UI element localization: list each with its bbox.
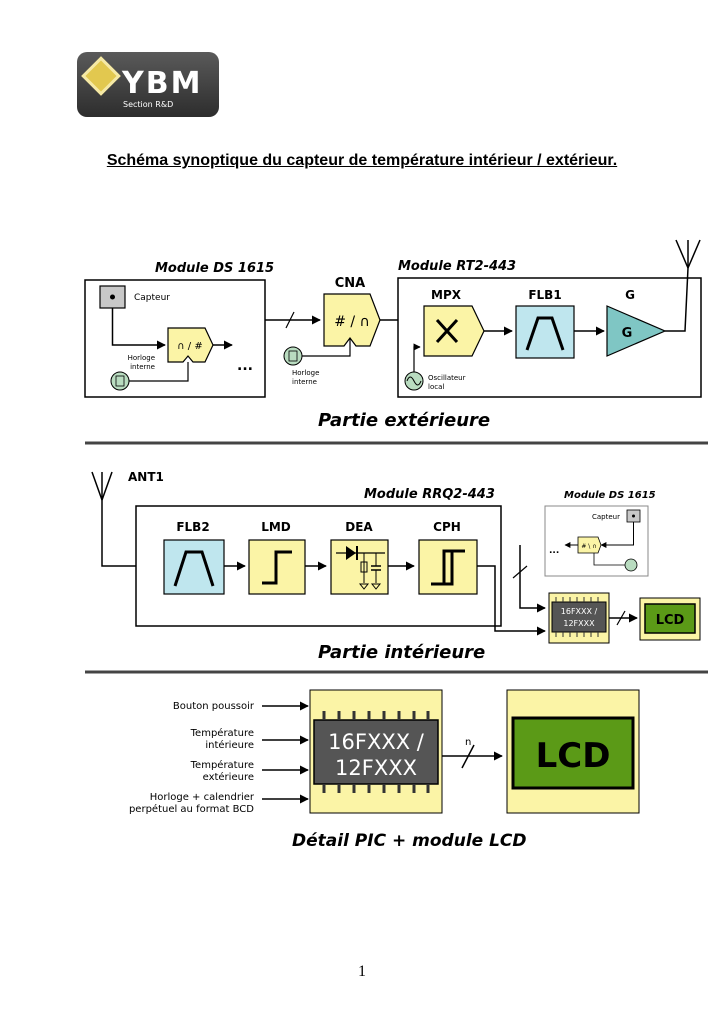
pic-pins [322,711,430,793]
cna-clock-label-1: Horloge [292,369,319,377]
small-pic-chip [551,601,607,633]
cna-symbol: # / ∩ [334,314,370,330]
lcd-bus-slash [461,744,475,769]
lcd-screen [511,716,635,790]
cna-clock-crystal-icon [288,350,298,362]
indoor-caption: Partie intérieure [318,642,485,663]
flb1-block [515,305,575,359]
step-icon [262,550,292,585]
logo-text: YBM [122,66,203,101]
small-adc-block [577,536,602,554]
clock-crystal-icon [115,375,125,387]
logo-subtitle: Section R&D [123,100,174,109]
cna-clock-label-2: interne [292,378,317,386]
company-logo: YBM Section R&D [77,52,219,117]
ds1615-title: Module DS 1615 [155,261,274,276]
dea-label: DEA [345,520,373,534]
adc-block [167,327,214,363]
clock-icon [110,371,130,391]
flb1-label: FLB1 [528,288,561,302]
clock-label-1: Horloge [128,354,155,362]
mpx-label: MPX [431,288,462,302]
input-clock-2: perpétuel au format BCD [129,803,254,815]
sensor-dot-icon [110,294,115,300]
rrq2-title: Module RRQ2-443 [364,487,495,502]
ds1615-to-pic-wire [519,545,546,613]
small-lcd-bus-slash [616,610,626,626]
input-outdoor-temp-1: Température [190,759,254,771]
indoor-section: ANT1 Module RRQ2-443 FLB2 LMD DEA [91,470,701,663]
small-sensor-dot-icon [632,514,635,518]
amplifier-symbol: G [622,326,633,341]
detail-section: Bouton poussoir Température intérieure T… [129,689,640,851]
flb2-label: FLB2 [176,520,209,534]
lmd-label: LMD [261,520,291,534]
small-pic-line1: 16FXXX / [561,607,598,616]
small-ds1615-title: Module DS 1615 [564,490,656,501]
cna-clock-wire [302,338,351,357]
bus-slash [285,311,295,329]
oscillator-label-1: Oscillateur [428,374,466,382]
cna-block [323,293,381,347]
small-clock-icon [624,558,638,572]
pic-line1: 16FXXX / [328,730,425,754]
small-lcd-label: LCD [656,613,685,628]
adc-symbol: ∩ / # [177,341,202,352]
cna-title: CNA [335,276,365,291]
outdoor-section: Module DS 1615 Capteur ∩ / # ... Horloge… [84,239,702,431]
outdoor-caption: Partie extérieure [318,410,490,431]
bus-width-label: n [465,737,471,748]
sensor-to-adc-wire [111,308,166,350]
small-bus-slash [512,565,528,579]
small-ellipsis: ... [549,546,559,556]
amplifier-block [606,305,667,357]
sine-wave-icon [406,376,422,386]
bandpass-2-icon [173,550,215,587]
small-sensor-wire [600,522,634,548]
input-indoor-temp-2: intérieure [205,739,254,751]
cph-block [418,539,478,595]
ds1615-ellipsis: ... [237,358,253,374]
page-number: 1 [358,963,366,980]
rx-antenna-icon [91,471,113,501]
small-lcd-screen [644,603,696,634]
clock-wire [129,362,189,382]
small-sensor-label: Capteur [592,513,620,521]
small-pic-line2: 12FXXX [563,619,595,628]
dea-block [330,539,389,595]
small-pic-pins [555,597,599,637]
cna-clock-icon [283,346,303,366]
sensor-label: Capteur [134,293,170,303]
bandpass-icon [525,316,565,351]
flb2-block [163,539,225,595]
input-indoor-temp-1: Température [190,727,254,739]
pic-line2: 12FXXX [335,756,417,780]
pic-chip [313,719,439,785]
amp-to-antenna-wire [665,267,689,332]
cph-to-pic-wire [477,565,546,636]
lcd-label: LCD [536,736,611,776]
rt2-title: Module RT2-443 [398,259,516,274]
input-push-button: Bouton poussoir [173,701,255,712]
page-title: Schéma synoptique du capteur de températ… [106,152,618,169]
input-outdoor-temp-2: extérieure [203,771,254,783]
tx-antenna-icon [675,239,701,269]
oscillator-label-2: local [428,383,444,391]
diode-detector-icon [336,546,385,590]
mpx-block [423,305,485,357]
small-adc-symbol: # \ ∩ [581,543,596,550]
cph-label: CPH [433,520,461,534]
g-label: G [625,288,635,302]
small-clock-wire [593,553,625,566]
clock-label-2: interne [130,363,155,371]
mixer-x-icon-b [435,318,459,344]
oscillator-wire [413,343,421,372]
detail-caption: Détail PIC + module LCD [292,831,527,851]
ant1-label: ANT1 [128,470,164,484]
hysteresis-icon [431,549,465,586]
input-clock-1: Horloge + calendrier [150,792,255,803]
